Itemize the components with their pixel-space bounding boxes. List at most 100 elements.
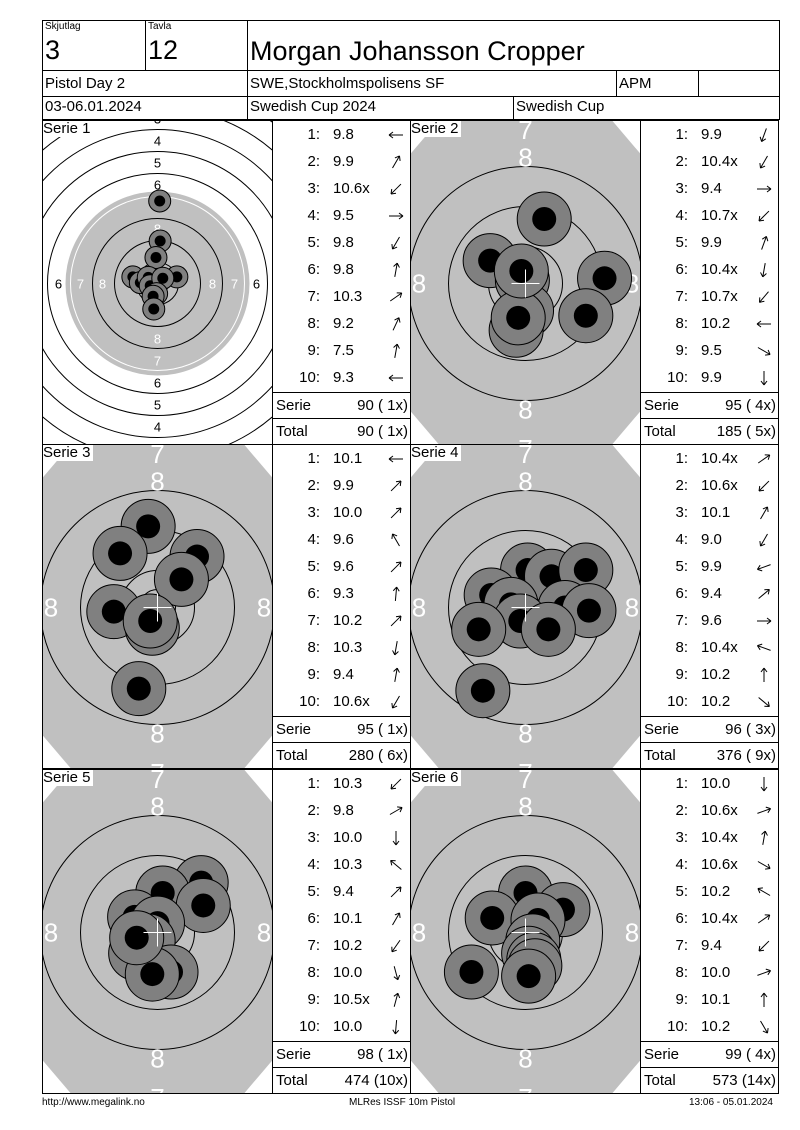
shot-row: 4:9.6 [273,526,410,553]
target-ring [43,815,272,1050]
shot-hit-center [101,599,126,624]
shot-score: 10.2 [701,666,731,683]
shot-row: 2:9.9 [273,472,410,499]
shot-number: 1: [307,775,320,792]
shot-row: 4:10.3 [273,851,410,878]
shot-hit-center [459,960,484,985]
shot-direction-arrow-icon [760,506,769,520]
shot-row: 9:10.1 [641,986,778,1013]
total-sum-value: 185 ( 5x) [716,423,776,440]
series-label: Serie 1 [43,120,93,137]
shot-score: 10.2 [701,315,731,332]
target-ring [411,815,640,1050]
shot-direction-arrow-icon [760,777,768,792]
shot-score: 7.5 [333,342,354,359]
shot-score: 9.9 [701,126,722,143]
shot-score: 9.4 [701,937,722,954]
shot-direction-arrow-icon [757,806,771,814]
skjutlag-value: 3 [45,35,61,65]
total-sum-value: 474 (10x) [344,1072,408,1089]
ring-number: 8 [257,918,271,948]
shot-row: 1:10.0 [641,770,778,797]
ring-number: 8 [412,593,426,623]
ring-number: 7 [518,1083,532,1093]
shot-direction-arrow-icon [393,262,400,277]
shot-direction-arrow-icon [391,533,400,547]
shot-row: 5:9.4 [273,878,410,905]
ring-number: 8 [257,593,271,623]
serie-sum-value: 95 ( 4x) [725,397,776,414]
shot-number: 6: [675,585,688,602]
shot-score: 10.4x [701,450,738,467]
ring-number: 8 [518,395,532,425]
shot-score: 9.0 [701,531,722,548]
shot-direction-arrow-icon [393,992,401,1007]
shot-row: 10:9.3 [273,364,410,391]
ring-number: 8 [150,719,164,749]
ring-number: 6 [55,277,62,292]
shot-row: 1:10.3 [273,770,410,797]
shot-number: 4: [307,531,320,548]
event-name: Pistol Day 2 [45,75,126,92]
shot-row: 4:9.5 [273,202,410,229]
shot-direction-arrow-icon [388,374,403,382]
shot-row: 1:10.1 [273,445,410,472]
shot-number: 5: [675,883,688,900]
shot-direction-arrow-icon [760,992,768,1007]
shot-row: 2:10.4x [641,148,778,175]
ring-number: 8 [150,792,164,822]
target-ring [43,490,272,725]
ring-number: 7 [154,354,161,369]
shot-number: 3: [307,504,320,521]
shot-row: 3:10.6x [273,175,410,202]
target-ring [448,855,603,1010]
shot-row: 5:9.9 [641,553,778,580]
shot-row: 8:9.2 [273,310,410,337]
shot-hit-center [592,266,617,291]
shot-number: 3: [307,829,320,846]
shot-direction-arrow-icon [759,291,769,303]
target-ring [411,490,640,725]
shot-direction-arrow-icon [760,667,768,682]
shot-direction-arrow-icon [757,643,771,651]
shot-row: 3:10.1 [641,499,778,526]
shot-row: 4:9.0 [641,526,778,553]
shot-direction-arrow-icon [757,887,771,896]
shot-hit-center [138,609,163,634]
tavla-label: Tavla [148,21,172,32]
shot-number: 5: [675,234,688,251]
serie-sum-value: 99 ( 4x) [725,1046,776,1063]
ring-number: 8 [518,1044,532,1074]
footer-url[interactable]: http://www.megalink.no [42,1097,145,1108]
shot-row: 10:10.2 [641,1013,778,1040]
shot-direction-arrow-icon [758,480,770,492]
shot-row: 9:10.5x [273,986,410,1013]
shot-number: 8: [307,639,320,656]
target-panel: 888877Serie 2 [410,120,641,445]
total-sum-label: Total [276,747,308,764]
shot-number: 1: [307,450,320,467]
target-panel: 888877Serie 6 [410,769,641,1094]
target-svg: 888877 [411,770,640,1093]
shot-score: 10.4x [701,829,738,846]
shot-direction-arrow-icon [757,347,771,356]
shot-direction-arrow-icon [390,778,402,790]
total-sum-value: 280 ( 6x) [348,747,408,764]
shot-number: 2: [675,477,688,494]
total-sum-label: Total [276,423,308,440]
target-svg: 888877 [43,445,272,768]
footer-timestamp: 13:06 - 05.01.2024 [689,1097,773,1108]
shot-direction-arrow-icon [760,1020,769,1034]
shot-row: 6:9.8 [273,256,410,283]
shot-number: 2: [307,802,320,819]
ring-number: 8 [44,593,58,623]
